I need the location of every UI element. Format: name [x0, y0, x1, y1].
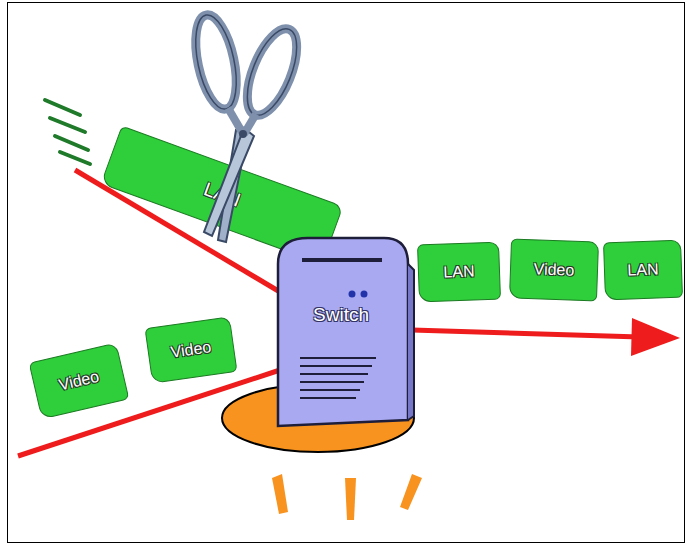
scissors [188, 11, 306, 242]
scissor-handle-edge [188, 11, 243, 112]
switch-vent [300, 389, 360, 391]
glow-rays [272, 474, 422, 520]
data-packet: Video [29, 343, 130, 420]
scissor-blade [204, 128, 254, 236]
switch-vent [300, 381, 364, 383]
scissor-handle [237, 22, 307, 122]
speed-lines [45, 100, 90, 164]
switch-vent [300, 365, 372, 367]
switch-slot [302, 258, 382, 262]
switch-body [278, 238, 408, 426]
scissor-shank [228, 108, 242, 132]
packet-label: LAN [443, 262, 475, 281]
speed-line [45, 100, 80, 115]
speed-line [55, 136, 88, 150]
switch-vent [300, 357, 376, 359]
switch-vent [300, 397, 356, 399]
network-switch: Switch [266, 230, 416, 430]
data-packet: LAN [603, 240, 683, 301]
scissor-pivot [239, 130, 247, 138]
scissor-shank [244, 114, 256, 134]
packet-label: Video [57, 368, 101, 395]
switch-side [408, 264, 414, 420]
glow-ray [272, 474, 288, 514]
switch-led [349, 291, 356, 298]
data-packet: Video [145, 316, 238, 383]
scissor-handle-edge [237, 22, 307, 122]
glow-ray [400, 474, 422, 510]
packet-label: Video [533, 260, 574, 279]
output-line [412, 330, 640, 337]
data-packet: LAN [417, 242, 501, 303]
glow-ray [345, 478, 356, 520]
speed-line [50, 118, 85, 132]
switch-label: Switch [313, 304, 369, 326]
switch-led [361, 291, 368, 298]
packet-label: LAN [201, 178, 243, 211]
data-packet: Video [509, 238, 599, 301]
switch-outline [266, 230, 416, 430]
switch-vent [300, 373, 368, 375]
packet-label: LAN [627, 260, 659, 279]
scissor-blade [218, 130, 248, 242]
speed-line [60, 152, 90, 164]
scissor-handle [188, 11, 243, 112]
packet-label: Video [170, 338, 213, 361]
output-arrowhead [631, 318, 680, 356]
